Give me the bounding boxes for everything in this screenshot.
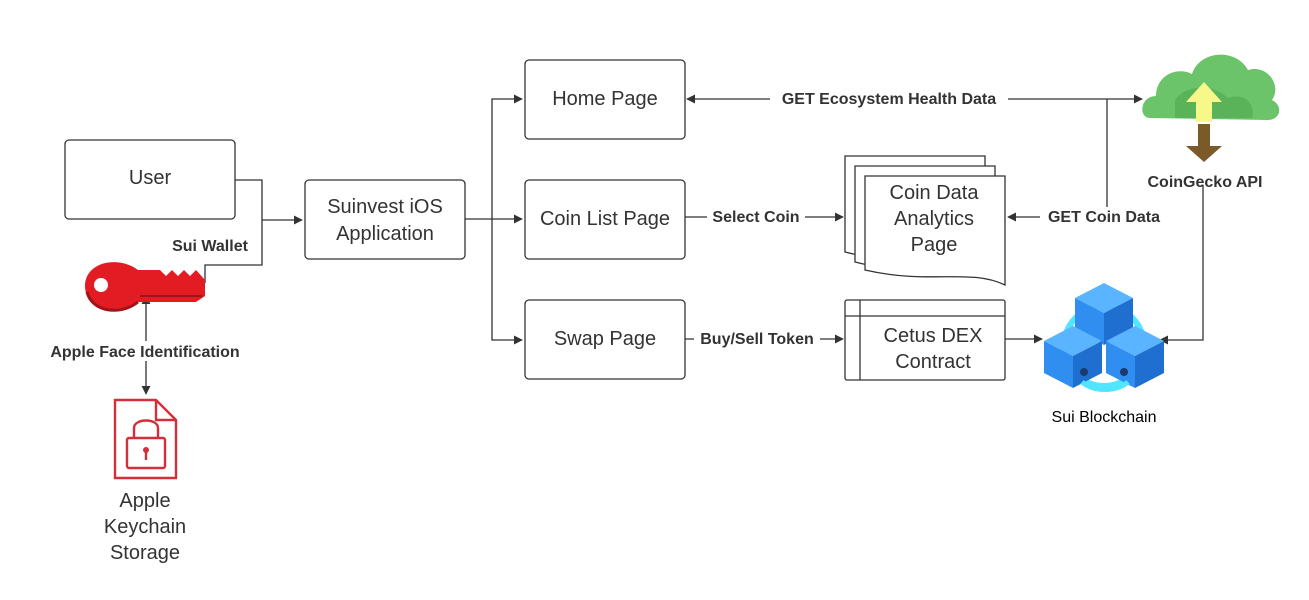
swap-page-box: Swap Page [524, 299, 686, 380]
edge-app-to-swap [491, 219, 523, 345]
edge-wallet-to-app [204, 220, 263, 283]
cetus-dex-contract-box: Cetus DEX Contract [844, 299, 1006, 381]
blockchain-cubes-icon [1044, 283, 1164, 392]
app-label-line1: Suinvest iOS [327, 196, 443, 218]
cloud-icon [1142, 54, 1280, 162]
keychain-label-line2: Keychain [104, 516, 186, 538]
coingecko-api-label: CoinGecko API [1148, 174, 1263, 191]
cetus-label-line1: Cetus DEX [884, 325, 983, 347]
app-label-line2: Application [336, 223, 434, 245]
user-box: User [64, 139, 236, 220]
get-ecosystem-health-label: GET Ecosystem Health Data [782, 91, 996, 108]
analytics-label-line3: Page [911, 234, 958, 256]
apple-keychain-storage-label: Apple Keychain Storage [104, 490, 186, 564]
edge-labels: GET Ecosystem Health Data Select Coin GE… [38, 89, 1168, 361]
sui-wallet-label: Sui Wallet [172, 238, 249, 255]
keychain-label-line1: Apple [119, 490, 170, 512]
app-box: Suinvest iOS Application [304, 179, 466, 260]
keychain-label-line3: Storage [110, 542, 180, 564]
coin-list-page-box: Coin List Page [524, 179, 686, 260]
buy-sell-token-label: Buy/Sell Token [700, 331, 814, 348]
edge-coingecko-to-sui [1159, 185, 1204, 345]
apple-face-id-label: Apple Face Identification [50, 344, 239, 361]
swap-page-label: Swap Page [554, 328, 656, 350]
lock-file-icon [113, 398, 178, 480]
user-label: User [129, 167, 172, 189]
key-icon [85, 262, 205, 312]
cetus-label-line2: Contract [895, 351, 971, 373]
home-page-box: Home Page [524, 59, 686, 140]
analytics-label-line1: Coin Data [890, 182, 980, 204]
coin-list-page-label: Coin List Page [540, 208, 670, 230]
edge-app-to-home [491, 94, 523, 219]
analytics-label-line2: Analytics [894, 208, 974, 230]
get-coin-data-label: GET Coin Data [1048, 209, 1160, 226]
home-page-label: Home Page [552, 88, 658, 110]
select-coin-label: Select Coin [712, 209, 799, 226]
edge-coingecko-to-analytics [1007, 99, 1108, 222]
sui-blockchain-label: Sui Blockchain [1052, 409, 1157, 426]
coin-data-analytics-page-box: Coin Data Analytics Page [844, 155, 1006, 287]
edge-user-to-app [235, 179, 303, 225]
